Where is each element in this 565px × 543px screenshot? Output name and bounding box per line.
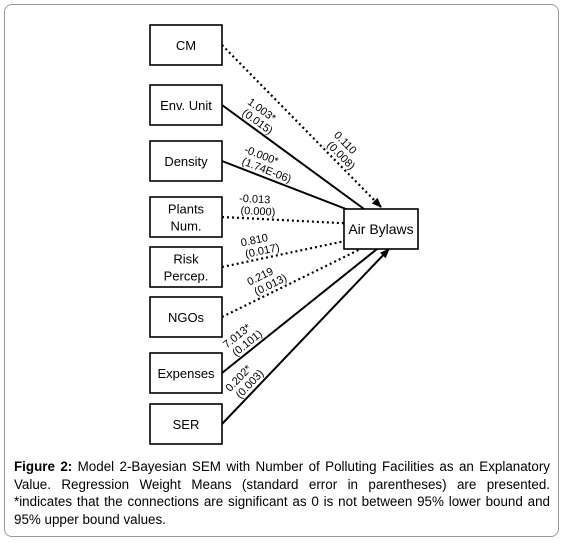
- node-label: Plants: [168, 202, 205, 217]
- node-box: [343, 208, 419, 250]
- node-box: [149, 246, 223, 288]
- node-box: [149, 296, 223, 338]
- coef-label-expenses: 7.013*(0.101): [221, 321, 265, 359]
- coef-value: -0.013: [239, 193, 271, 207]
- coef-label-cm: 0.110(0.008): [324, 129, 358, 172]
- node-ser: SER: [149, 403, 223, 445]
- coef-label-ngos: 0.219(0.013): [245, 266, 289, 299]
- node-label: NGOs: [168, 310, 205, 325]
- path-ser-to-air-bylaws: [221, 248, 390, 425]
- node-box: [149, 84, 223, 126]
- node-label: Env. Unit: [160, 98, 212, 113]
- figure-caption: Figure 2: Model 2-Bayesian SEM with Numb…: [14, 458, 550, 528]
- node-cm: CM: [149, 24, 223, 66]
- coef-label-ser: 0.202*(0.003): [224, 363, 267, 402]
- figure-caption-text: Model 2-Bayesian SEM with Number of Poll…: [14, 459, 550, 527]
- coef-value: 0.810: [240, 232, 269, 249]
- node-ngos: NGOs: [149, 296, 223, 338]
- node-air-bylaws: Air Bylaws: [343, 208, 419, 250]
- coef-label-plants-num: -0.013(0.000): [239, 193, 276, 219]
- node-label: Expenses: [157, 366, 215, 381]
- node-label: Risk: [173, 252, 199, 267]
- coef-label-risk-percep: 0.810(0.017): [240, 232, 281, 261]
- node-density: Density: [149, 140, 223, 182]
- node-expenses: Expenses: [149, 352, 223, 394]
- path-expenses-to-air-bylaws: [221, 240, 388, 374]
- node-label: CM: [176, 38, 196, 53]
- path-ngos-to-air-bylaws: [221, 236, 386, 318]
- node-box: [149, 352, 223, 394]
- coef-label-env-unit: 1.003*(0.015): [240, 96, 279, 137]
- coef-std-error: (0.000): [240, 205, 275, 219]
- node-box: [149, 24, 223, 66]
- node-label: Density: [164, 154, 208, 169]
- path-cm-to-air-bylaws: [221, 44, 382, 208]
- figure-frame: [4, 4, 559, 537]
- path-env-unit-to-air-bylaws: [221, 104, 376, 218]
- node-label: Num.: [170, 219, 201, 234]
- node-box: [149, 196, 223, 238]
- figure-caption-label: Figure 2:: [14, 459, 73, 474]
- node-label: SER: [173, 417, 200, 432]
- node-box: [149, 403, 223, 445]
- node-box: [149, 140, 223, 182]
- node-env-unit: Env. Unit: [149, 84, 223, 126]
- node-label: Percep.: [164, 269, 209, 284]
- node-label: Air Bylaws: [348, 221, 413, 237]
